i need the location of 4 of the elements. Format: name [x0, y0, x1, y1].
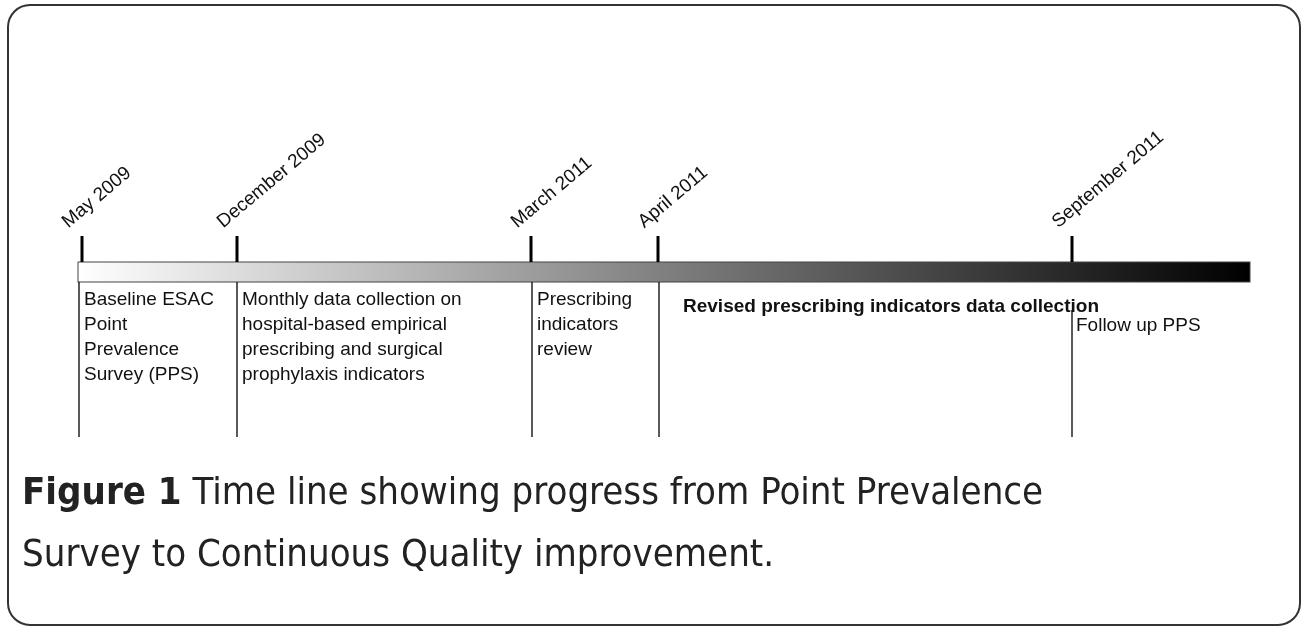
phase-text: Prescribing indicators review [537, 287, 634, 361]
phase-text: Monthly data collection on hospital-based empirical prescribing and surgical prophylaxis indicators [242, 287, 463, 386]
figure-caption: Figure 1 Time line showing progress from Point Prevalence Survey to Continuous Quality improvement. [22, 468, 1045, 577]
phase-text: Baseline ESAC Point Prevalence Survey (PPS) [84, 287, 215, 386]
